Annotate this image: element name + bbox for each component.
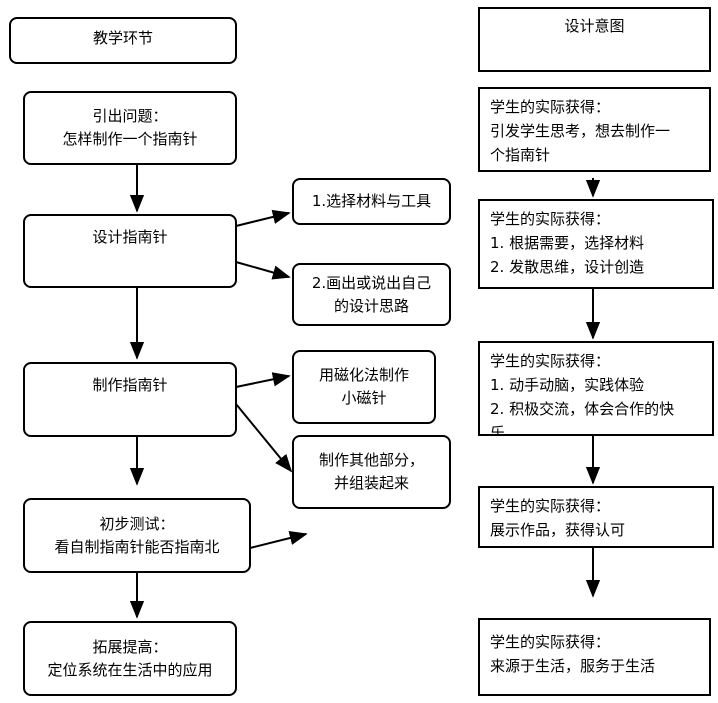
design-intent-header: 设计意图 bbox=[478, 7, 711, 72]
intent-4-line-2: 展示作品，获得认可 bbox=[490, 521, 626, 539]
substep-4-line-2: 并组装起来 bbox=[333, 474, 409, 492]
substep-2-line-2: 的设计思路 bbox=[333, 296, 409, 315]
step-introduce-question: 引出问题： 怎样制作一个指南针 bbox=[23, 91, 237, 165]
step-3-line-1: 制作指南针 bbox=[92, 376, 168, 394]
step-5-line-2: 定位系统在生活中的应用 bbox=[47, 660, 213, 679]
intent-5-line-1: 学生的实际获得： bbox=[490, 633, 611, 651]
intent-box-5: 学生的实际获得： 来源于生活，服务于生活 bbox=[478, 618, 711, 696]
intent-box-1: 学生的实际获得： 引发学生思考，想去制作一 个指南针 bbox=[478, 87, 711, 172]
teaching-stage-header: 教学环节 bbox=[9, 17, 237, 64]
arrow-test-to-right bbox=[249, 530, 308, 549]
intent-1-line-1: 学生的实际获得： bbox=[490, 98, 611, 116]
intent-2-line-3: 2. 发散思维，设计创造 bbox=[490, 258, 645, 276]
intent-5-line-2: 来源于生活，服务于生活 bbox=[490, 657, 656, 675]
step-initial-test: 初步测试： 看自制指南针能否指南北 bbox=[23, 498, 251, 573]
teaching-stage-header-text: 教学环节 bbox=[92, 29, 153, 47]
step-4-line-2: 看自制指南针能否指南北 bbox=[54, 537, 220, 556]
substep-2-line-1: 2.画出或说出自己 bbox=[311, 273, 432, 292]
substep-select-materials: 1.选择材料与工具 bbox=[292, 178, 451, 225]
substep-3-line-2: 小磁针 bbox=[341, 389, 387, 407]
substep-magnetize: 用磁化法制作 小磁针 bbox=[292, 350, 436, 424]
intent-3-line-4: 乐 bbox=[490, 424, 506, 436]
intent-2-line-1: 学生的实际获得： bbox=[490, 210, 611, 228]
arrow-design-to-plan bbox=[235, 261, 291, 280]
arrow-make-to-magnetize bbox=[235, 372, 291, 388]
intent-4-line-1: 学生的实际获得： bbox=[490, 497, 611, 515]
intent-box-4: 学生的实际获得： 展示作品，获得认可 bbox=[478, 486, 714, 548]
step-design-compass: 设计指南针 bbox=[23, 214, 237, 288]
intent-3-line-1: 学生的实际获得： bbox=[490, 352, 611, 370]
step-1-line-2: 怎样制作一个指南针 bbox=[62, 130, 198, 148]
arrow-make-to-assemble bbox=[235, 403, 293, 473]
step-extension: 拓展提高： 定位系统在生活中的应用 bbox=[23, 621, 237, 696]
substep-1-line-1: 1.选择材料与工具 bbox=[311, 192, 432, 210]
intent-1-line-2: 引发学生思考，想去制作一 bbox=[490, 122, 671, 140]
step-2-line-1: 设计指南针 bbox=[92, 228, 168, 246]
substep-design-idea: 2.画出或说出自己 的设计思路 bbox=[292, 263, 451, 326]
substep-3-line-1: 用磁化法制作 bbox=[318, 366, 409, 384]
substep-assemble: 制作其他部分， 并组装起来 bbox=[292, 435, 451, 509]
design-intent-header-text: 设计意图 bbox=[564, 17, 625, 35]
intent-3-line-3: 2. 积极交流，体会合作的快 bbox=[490, 400, 675, 418]
step-5-line-1: 拓展提高： bbox=[92, 637, 168, 656]
intent-2-line-2: 1. 根据需要，选择材料 bbox=[490, 234, 645, 252]
intent-1-line-3: 个指南针 bbox=[490, 146, 551, 164]
step-make-compass: 制作指南针 bbox=[23, 362, 237, 437]
arrow-design-to-materials bbox=[235, 209, 291, 227]
step-1-line-1: 引出问题： bbox=[92, 107, 168, 125]
intent-box-3: 学生的实际获得： 1. 动手动脑，实践体验 2. 积极交流，体会合作的快 乐 bbox=[478, 341, 714, 436]
intent-3-line-2: 1. 动手动脑，实践体验 bbox=[490, 376, 645, 394]
intent-box-2: 学生的实际获得： 1. 根据需要，选择材料 2. 发散思维，设计创造 bbox=[478, 199, 714, 289]
step-4-line-1: 初步测试： bbox=[99, 514, 175, 533]
substep-4-line-1: 制作其他部分， bbox=[318, 451, 424, 469]
